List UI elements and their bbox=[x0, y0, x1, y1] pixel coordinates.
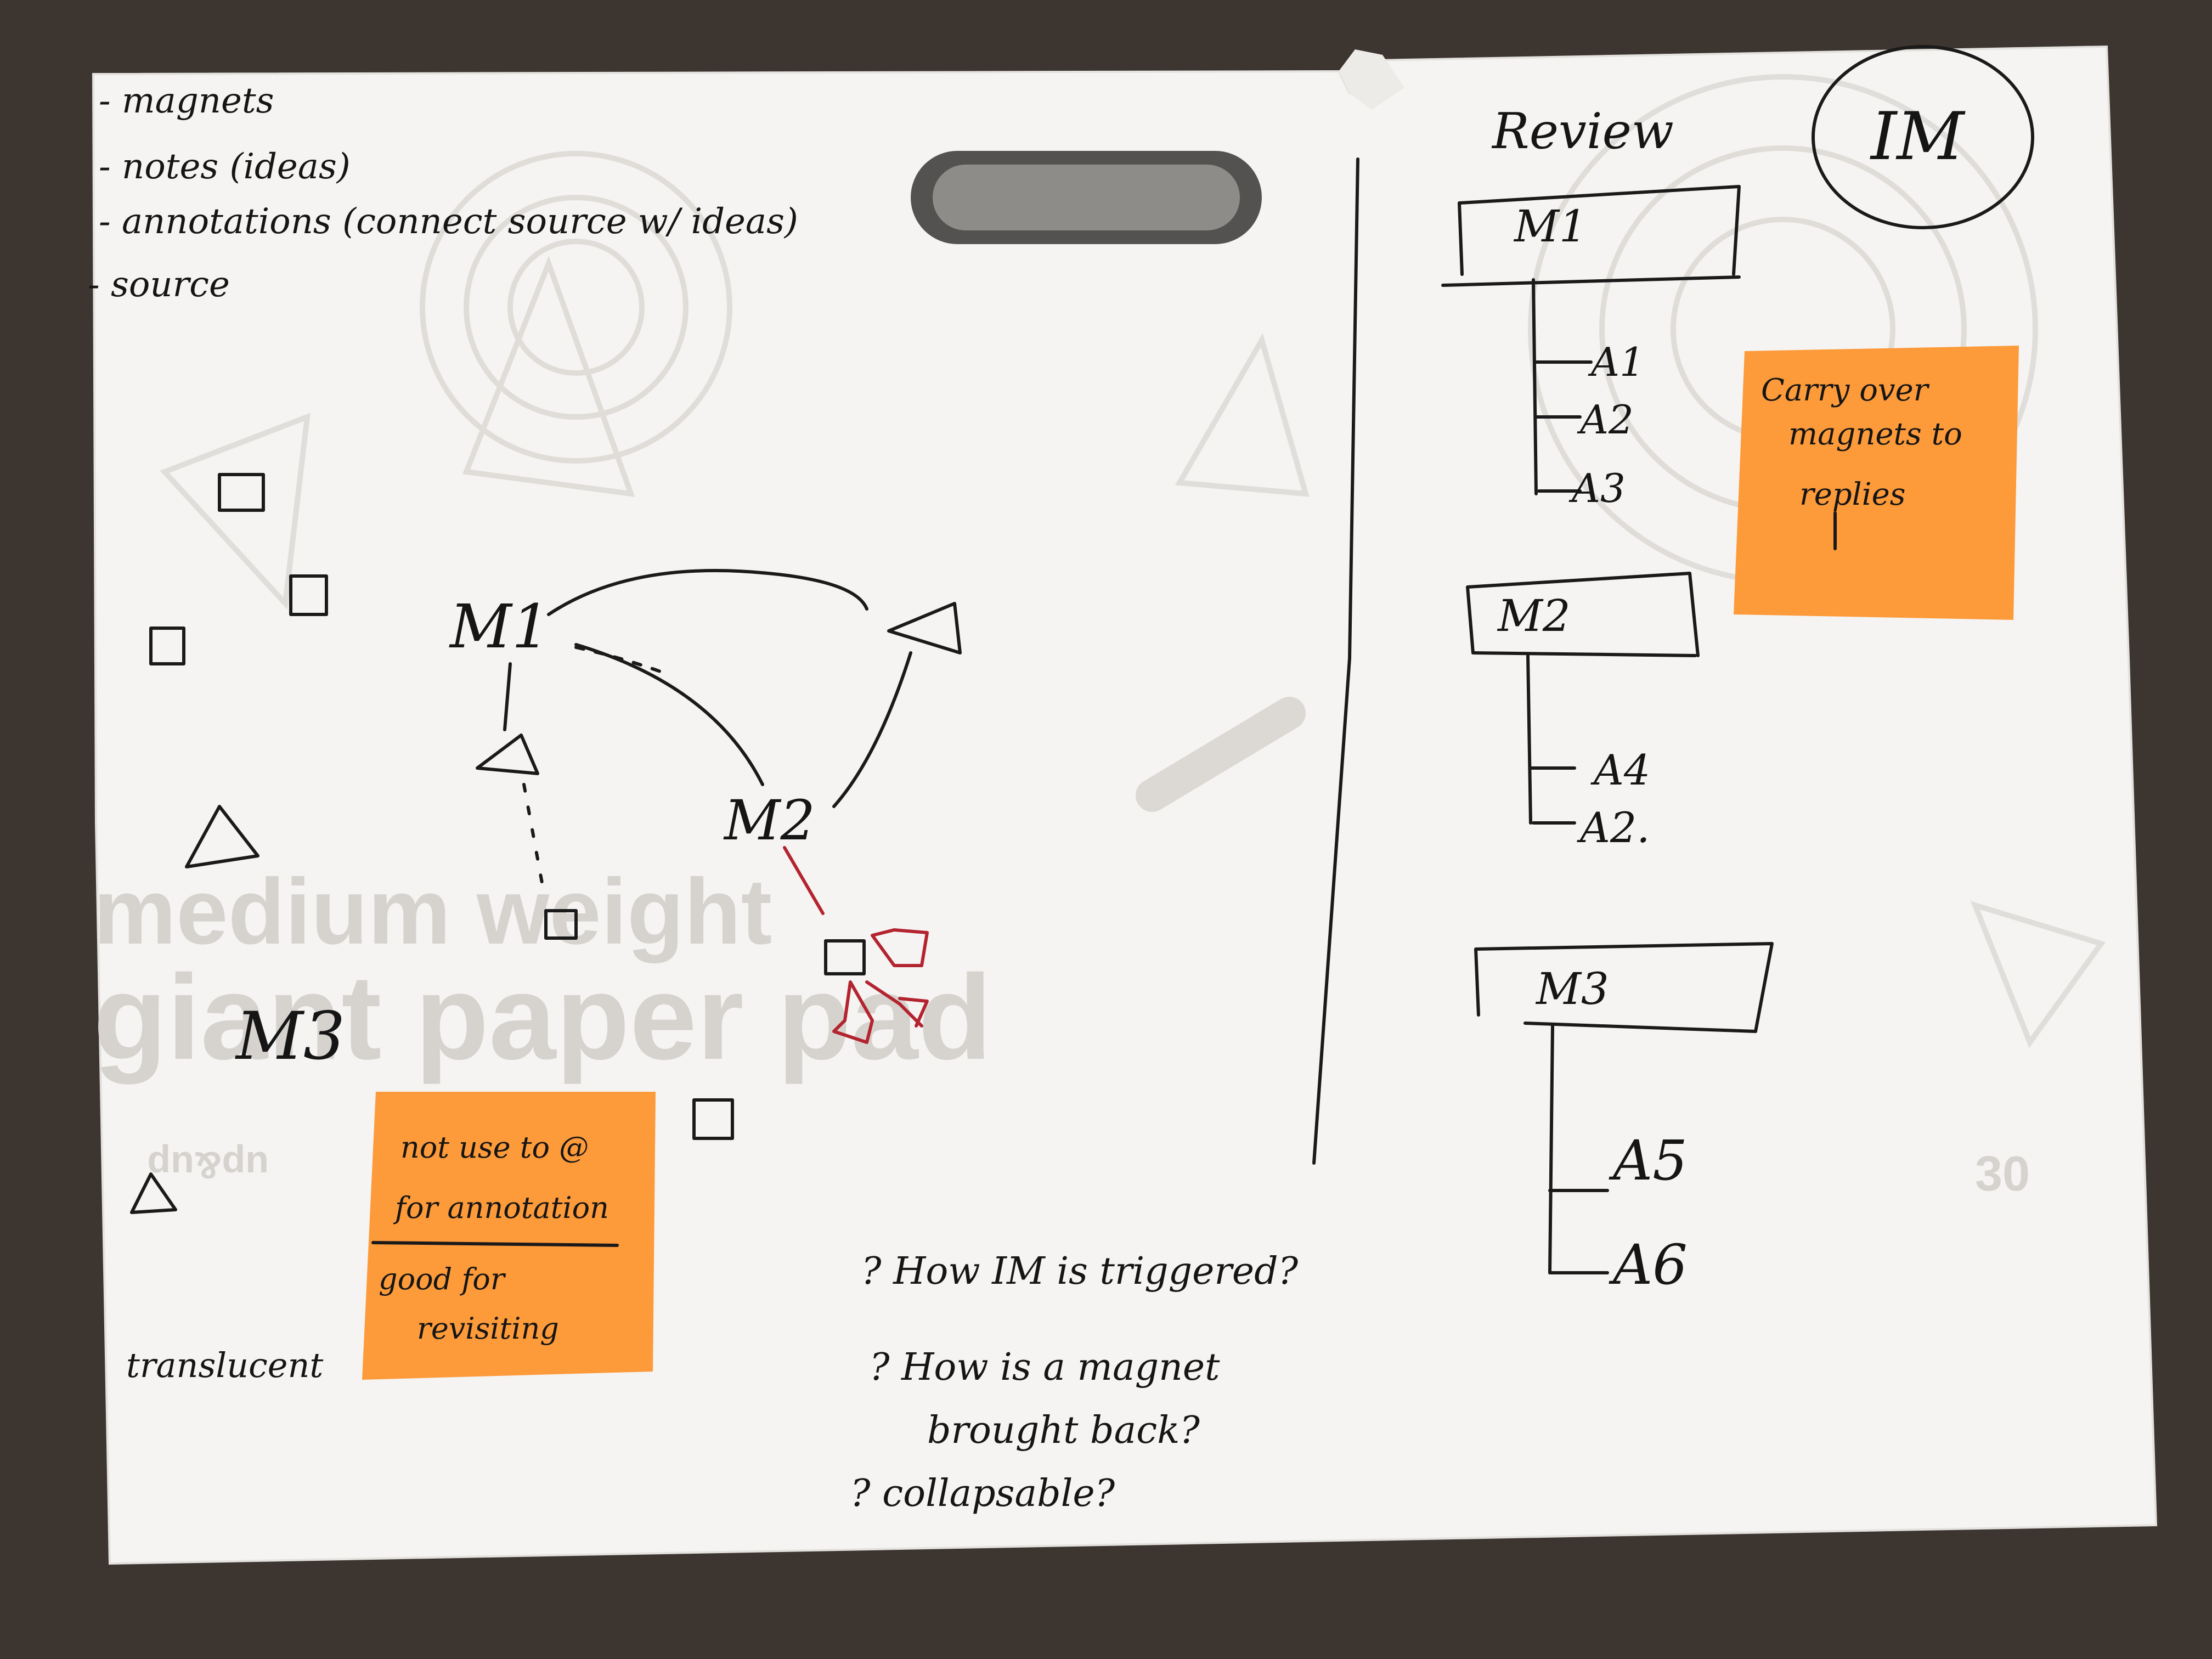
review-section: Review M1 A1 A2 A3 M2 A4 A2. bbox=[1441, 103, 1774, 1297]
sticky-left-line-4: revisiting bbox=[417, 1311, 559, 1346]
magnet-triangle bbox=[476, 733, 539, 775]
question-2a: ? How is a magnet bbox=[870, 1346, 1220, 1389]
notes-list-item-2: - notes (ideas) bbox=[99, 146, 351, 187]
print-line-2: giant paper pad bbox=[93, 950, 992, 1085]
notes-list-item-3: - annotations (connect source w/ ideas) bbox=[99, 201, 798, 242]
notes-list-item-1: - magnets bbox=[99, 81, 274, 121]
sketch-m1-label: M1 bbox=[449, 591, 550, 662]
sticky-note-left: not use to @ for annotation good for rev… bbox=[362, 1092, 656, 1380]
notes-list: - magnets - notes (ideas) - annotations … bbox=[88, 81, 798, 305]
sketch-m2-label: M2 bbox=[723, 788, 815, 853]
brand-logo-text: up&up bbox=[147, 1144, 269, 1187]
review-m1-label: M1 bbox=[1513, 201, 1587, 252]
review-m3-label: M3 bbox=[1535, 963, 1609, 1014]
notes-list-item-4: - source bbox=[88, 264, 230, 305]
magnet-triangle bbox=[887, 602, 962, 654]
review-m1-item-2: A2 bbox=[1577, 397, 1634, 443]
magnet-square bbox=[149, 627, 185, 665]
review-title: Review bbox=[1491, 103, 1674, 160]
magnet-sketch: M1 M2 M3 translucent bbox=[126, 473, 962, 1385]
review-m1-item-3: A3 bbox=[1568, 465, 1626, 511]
sticky-right-line-1: Carry over bbox=[1761, 373, 1930, 408]
review-m3-item-2: A6 bbox=[1609, 1233, 1688, 1297]
magnet-triangle bbox=[130, 1172, 177, 1214]
question-3: ? collapsable? bbox=[850, 1472, 1115, 1515]
divider-line bbox=[1312, 157, 1359, 1165]
im-circle: IM bbox=[1812, 45, 2034, 229]
background-pattern bbox=[160, 74, 2106, 1048]
sticky-left-line-3: good for bbox=[379, 1262, 506, 1296]
magnet-square bbox=[289, 574, 328, 616]
sticky-left-line-1: not use to @ bbox=[400, 1130, 589, 1165]
review-group-m2: M2 A4 A2. bbox=[1466, 572, 1700, 852]
magnet-triangle bbox=[185, 805, 259, 868]
review-m2-label: M2 bbox=[1497, 590, 1571, 641]
magnet-square bbox=[824, 939, 866, 975]
questions: ? How IM is triggered? ? How is a magnet… bbox=[850, 1250, 1299, 1515]
print-line-1: medium weight bbox=[93, 860, 772, 964]
count-badge: 30 bbox=[1975, 1147, 2030, 1201]
review-group-m1: M1 A1 A2 A3 bbox=[1441, 185, 1741, 511]
review-m3-item-1: A5 bbox=[1609, 1128, 1688, 1193]
sketch-m3-label: M3 bbox=[235, 998, 345, 1075]
question-2b: brought back? bbox=[927, 1409, 1200, 1452]
sticky-right-line-2: magnets to bbox=[1788, 416, 1962, 452]
review-group-m3: M3 A5 A6 bbox=[1474, 942, 1774, 1297]
review-m2-item-2: A2. bbox=[1577, 803, 1650, 852]
question-1: ? How IM is triggered? bbox=[861, 1250, 1299, 1293]
magnet-square bbox=[544, 909, 578, 940]
sticky-right-line-3: replies bbox=[1799, 477, 1905, 512]
sticky-note-right: Carry over magnets to replies bbox=[1734, 346, 2019, 620]
review-m1-item-1: A1 bbox=[1588, 339, 1645, 385]
review-m2-item-1: A4 bbox=[1590, 746, 1650, 794]
translucent-label: translucent bbox=[126, 1345, 323, 1385]
sticky-left-line-2: for annotation bbox=[393, 1190, 609, 1225]
magnet-square bbox=[692, 1098, 734, 1140]
im-label: IM bbox=[1870, 99, 1966, 175]
magnet-square bbox=[218, 473, 265, 512]
